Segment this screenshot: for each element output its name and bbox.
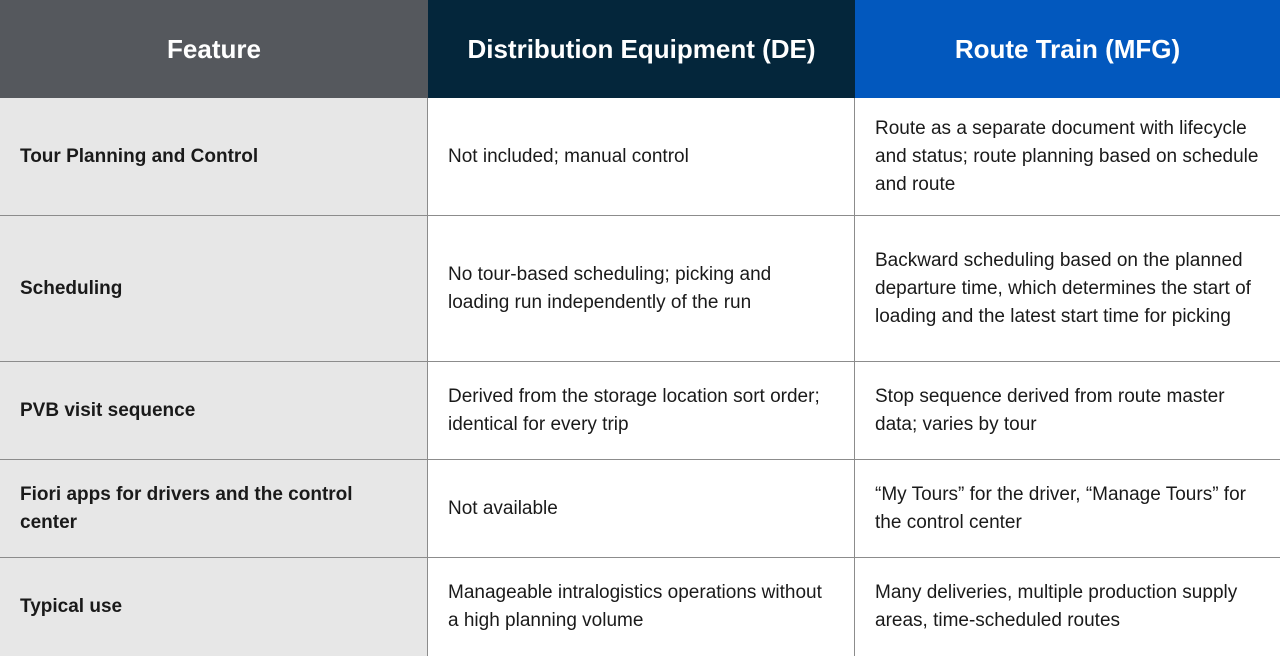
row-mfg-cell: Stop sequence derived from route master … [855,362,1280,460]
row-de-cell: Derived from the storage location sort o… [428,362,855,460]
row-feature-cell: Tour Planning and Control [0,98,428,216]
row-mfg-cell: Backward scheduling based on the planned… [855,216,1280,362]
row-de-cell: Manageable intralogistics operations wit… [428,558,855,656]
row-feature-cell: Fiori apps for drivers and the control c… [0,460,428,558]
row-mfg-cell: Many deliveries, multiple production sup… [875,582,1238,631]
row-mfg-cell: “My Tours” for the driver, “Manage Tours… [855,460,1280,558]
row-feature-cell: PVB visit sequence [0,362,428,460]
row-feature-cell: Scheduling [0,216,428,362]
row-de-cell: Not included; manual control [428,98,855,216]
row-de-cell: No tour-based scheduling; picking and lo… [428,216,855,362]
header-route-train: Route Train (MFG) [855,0,1280,98]
row-mfg-cell: Route as a separate document with lifecy… [855,98,1280,216]
header-feature: Feature [0,0,428,98]
row-de-cell: Not available [428,460,855,558]
header-distribution-equipment: Distribution Equipment (DE) [428,0,855,98]
row-feature-cell: Typical use [0,558,428,656]
